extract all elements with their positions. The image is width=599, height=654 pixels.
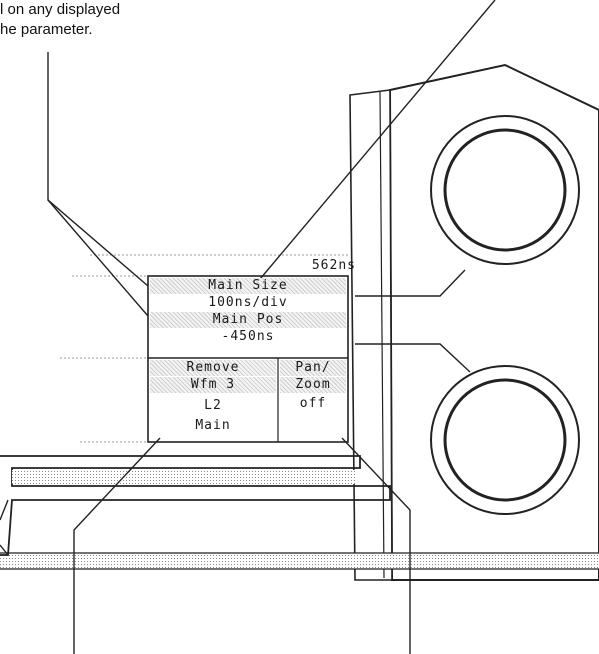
leader-line-remove bbox=[73, 437, 161, 654]
display-screen bbox=[147, 275, 349, 443]
top-readout: 562ns bbox=[311, 258, 356, 273]
main-size-label: Main Size bbox=[150, 278, 346, 294]
main-size-value: 100ns/div bbox=[208, 295, 288, 310]
leader-line-panzoom bbox=[341, 437, 411, 654]
lower-knob[interactable] bbox=[430, 365, 580, 515]
leader-line-caption bbox=[47, 52, 149, 287]
pan-zoom-line-3: off bbox=[299, 396, 327, 411]
knob-connector-upper bbox=[355, 269, 466, 297]
pan-zoom-line-1: Pan/ bbox=[280, 360, 346, 376]
remove-wfm-line-1: Remove bbox=[150, 360, 276, 376]
caption-line-1: l on any displayed bbox=[0, 1, 121, 18]
bottom-ledge bbox=[0, 553, 599, 569]
leader-line-top-right bbox=[254, 0, 496, 286]
front-panel-frame bbox=[0, 455, 391, 556]
caption-line-2: he parameter. bbox=[0, 21, 93, 38]
pan-zoom-line-2: Zoom bbox=[280, 377, 346, 393]
main-pos-value: -450ns bbox=[221, 329, 275, 344]
upper-knob[interactable] bbox=[430, 115, 580, 265]
main-pos-label: Main Pos bbox=[150, 312, 346, 328]
remove-wfm-line-3: L2 bbox=[204, 398, 222, 413]
remove-wfm-line-4: Main bbox=[195, 418, 231, 433]
remove-wfm-line-2: Wfm 3 bbox=[150, 377, 276, 393]
knob-connector-lower bbox=[355, 343, 471, 373]
bezel-inner-edge bbox=[349, 89, 393, 581]
